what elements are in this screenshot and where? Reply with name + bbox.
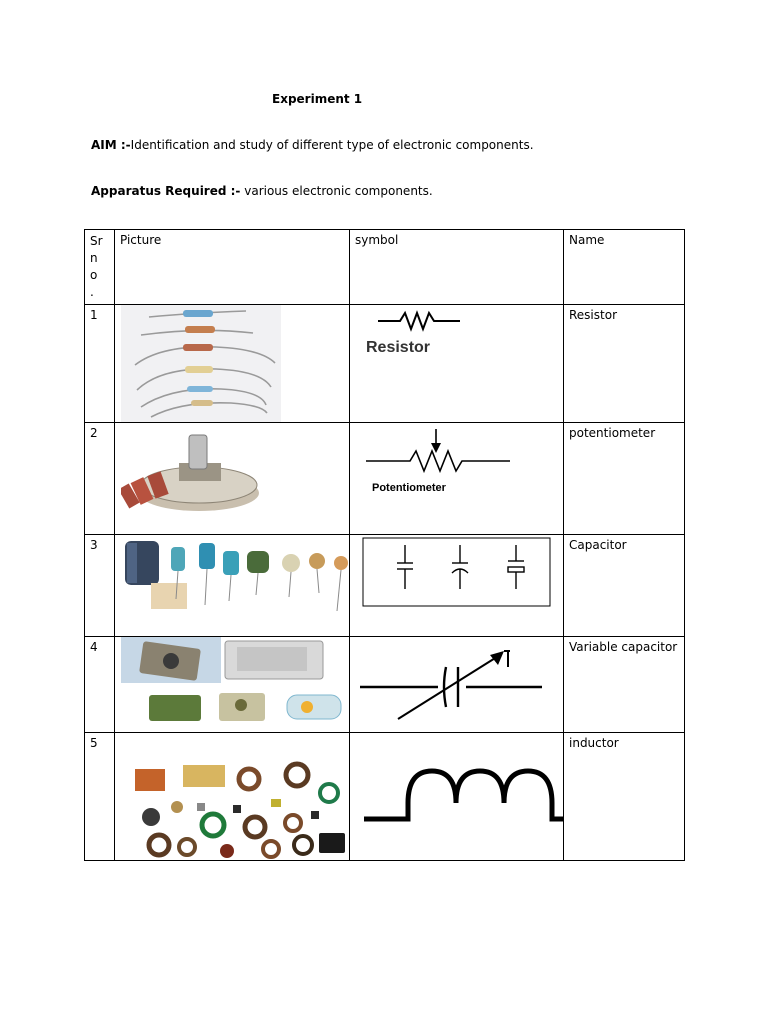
experiment-title: Experiment 1 [272,92,363,106]
resistor-photo [121,305,281,422]
variable-capacitor-photo [121,637,342,721]
potentiometer-symbol: Potentiometer [366,429,510,494]
row-sr: 2 [90,426,98,440]
potentiometer-symbol-caption: Potentiometer [372,482,447,494]
components-table: Sr no . Picture symbol Name 1 [84,229,685,861]
resistor-symbol-caption: Resistor [366,339,430,356]
apparatus-text: various electronic components. [240,184,433,198]
aim-text: Identification and study of different ty… [130,138,534,152]
capacitor-photo [125,541,348,612]
row-name: inductor [569,736,619,750]
apparatus-label: Apparatus Required :- [91,184,241,198]
potentiometer-photo [121,434,259,511]
header-name: Name [569,233,605,247]
inductor-photo [135,761,345,859]
header-sr-no: Sr no . [90,234,103,299]
capacitor-symbol [362,537,551,607]
row-name: Resistor [569,308,617,322]
resistor-symbol: Resistor [366,310,460,356]
row-name: potentiometer [569,426,656,440]
table-row: 1 [84,304,685,423]
row-name: Capacitor [569,538,627,552]
table-row: 2 Potentiometer potentiometer [84,422,685,535]
row-sr: 1 [90,308,98,322]
aim-line: AIM :-Identification and study of differ… [91,138,534,152]
row-sr: 4 [90,640,98,654]
row-sr: 5 [90,736,98,750]
inductor-symbol [364,768,563,822]
table-row: 5 [84,732,685,861]
row-sr: 3 [90,538,98,552]
aim-label: AIM :- [91,138,131,152]
apparatus-line: Apparatus Required :- various electronic… [91,184,433,198]
table-header-row: Sr no . Picture symbol Name [84,229,685,305]
header-symbol: symbol [355,233,399,247]
table-row: 3 [84,534,685,637]
variable-capacitor-symbol [360,650,542,720]
header-picture: Picture [120,233,162,247]
row-name: Variable capacitor [569,640,678,654]
table-row: 4 [84,636,685,733]
